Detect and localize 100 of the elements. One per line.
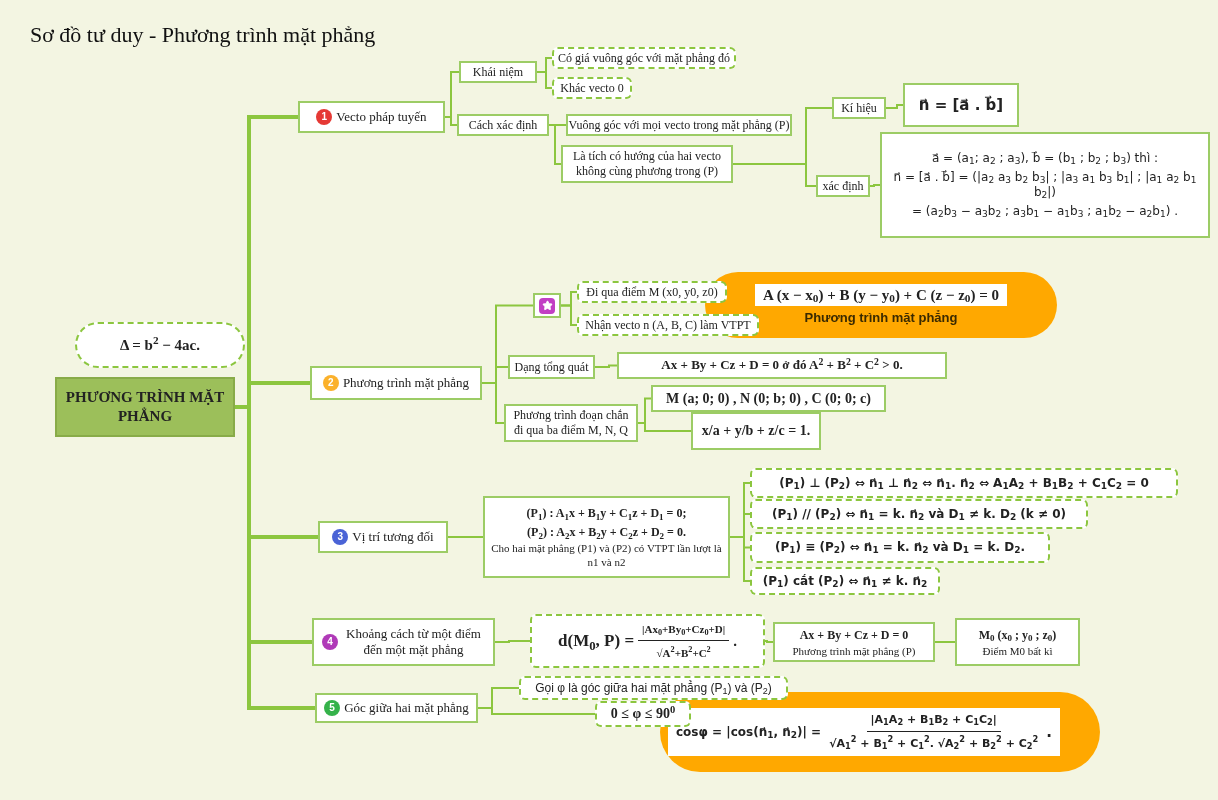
- formula-end: .: [1046, 722, 1052, 742]
- topic-text: 0 ≤ φ ≤ 90$^{0}$: [610, 705, 676, 723]
- connector-line: [536, 71, 553, 89]
- topic-text: Dạng tổng quát: [514, 359, 589, 375]
- topic-text: Có giá vuông góc với mặt phẳng đó: [558, 50, 730, 66]
- topic-box: [903, 83, 1019, 127]
- branch-topic: [318, 521, 448, 553]
- topic-text: (P$_{1}$) ≡ (P$_{2}$) ⇔ n⃗$_{1}$ = k. n⃗$_{2}$ và D$_{1}$ = k. D$_{2}$.: [774, 540, 1026, 555]
- connector-line: [729, 536, 751, 582]
- connector-line: [444, 116, 458, 126]
- topic-text: (P$_{1}$) cắt (P$_{2}$) ⇔ n⃗$_{1}$ ≠ k. n⃗$_{2}$: [762, 573, 928, 589]
- topic-box: [552, 47, 736, 69]
- topic-box: [617, 352, 947, 379]
- topic-box: [519, 676, 788, 700]
- connector-line: [560, 304, 578, 326]
- topic-text: Vuông góc với mọi vecto trong mặt phẳng (P): [568, 117, 790, 133]
- topic-text: xác định: [822, 178, 864, 194]
- topic-text: Gọi φ là góc giữa hai mặt phẳng (P$_{1}$) và (P$_{2}$): [535, 680, 772, 696]
- topic-box: [533, 293, 561, 318]
- topic-box: [750, 567, 940, 595]
- topic-text: Khái niệm: [472, 64, 524, 80]
- connector-line: [235, 405, 315, 710]
- topic-text: Δ = b$^{2}$ − 4ac.: [119, 335, 201, 355]
- topic-box: [577, 314, 759, 336]
- topic-text: Phương trình mặt phẳng: [342, 374, 470, 392]
- topic-box: [750, 532, 1050, 563]
- topic-box: [577, 281, 727, 303]
- topic-text: Vecto pháp tuyến: [336, 108, 427, 126]
- branch-topic: [298, 101, 445, 133]
- topic-text: n⃗ = [a⃗ . b⃗]: [918, 95, 1004, 115]
- topic-box: [750, 499, 1088, 529]
- caption-text: Điểm M0 bất kì: [982, 644, 1053, 659]
- topic-text: Cách xác định: [468, 117, 538, 133]
- formula-line: M$_{0}$ (x$_{0}$ ; y$_{0}$ ; z$_{0}$): [978, 626, 1057, 645]
- formula-line: (P$_{1}$) : A$_{1}$x + B$_{1}$y + C$_{1}$z + D$_{1}$ = 0;: [526, 505, 687, 524]
- topic-box: [457, 114, 549, 136]
- topic-box: [508, 355, 595, 379]
- topic-text: Ax + By + Cz + D = 0 ở đó A$^{2}$ + B$^{2}$ + C$^{2}$ > 0.: [661, 357, 903, 374]
- formula-box: [880, 132, 1210, 238]
- formula-bubble: [75, 322, 245, 368]
- number-badge: 2: [322, 375, 339, 391]
- topic-box: [504, 404, 638, 442]
- topic-text: Kí hiệu: [841, 100, 877, 116]
- topic-box: [552, 77, 632, 99]
- connector-line: [934, 641, 956, 643]
- topic-box: [816, 175, 870, 197]
- topic-text: Phương trình đoạn chắn đi qua ba điểm M, N, Q: [512, 408, 630, 438]
- topic-text: Khác vecto 0: [560, 80, 624, 96]
- formula-line: = (a$_{2}$b$_{3}$ − a$_{3}$b$_{2}$ ; a$_{3}$b$_{1}$ − a$_{1}$b$_{3}$ ; a$_{1}$b$_{2}$ − a$_{2}$b$_{1}$) .: [912, 203, 1178, 221]
- formula-line: (P$_{2}$) : A$_{2}$x + B$_{2}$y + C$_{2}$z + D$_{2}$ = 0.: [527, 524, 686, 543]
- number-badge: 4: [322, 634, 338, 650]
- topic-text: Nhận vecto n (A, B, C) làm VTPT: [585, 317, 751, 333]
- topic-text: Khoảng cách từ một điểm đến một mặt phẳng: [345, 625, 482, 659]
- topic-box: [595, 701, 691, 727]
- formula-box: [773, 622, 935, 662]
- formula-box: [955, 618, 1080, 666]
- topic-text: M (a; 0; 0) , N (0; b; 0) , C (0; 0; c): [666, 389, 871, 408]
- connector-line: [447, 536, 484, 538]
- formula-lhs: d(M$_{0}$, P) =: [558, 630, 635, 652]
- connector-line: [594, 364, 618, 368]
- number-badge: 1: [316, 109, 333, 125]
- fraction-denominator: √A$^{2}$+B$^{2}$+C$^{2}$: [655, 644, 712, 661]
- topic-text: Đi qua điểm M (x0, y0, z0): [586, 284, 718, 300]
- branch-topic: [310, 366, 482, 400]
- formula-line: n⃗ = [a⃗ . b⃗] = (|a$_{2}$ a$_{3}$ b$_{2}$ b$_{3}$| ; |a$_{3}$ a$_{1}$ b$_{3}$ b$_{1}$| ; |a$_{1}$ a$_{2}$ b$_{1}$ b$_{2}$|): [892, 169, 1198, 202]
- formula: A (x − x$_{0}$) + B (y − y$_{0}$) + C (z − z$_{0}$) = 0: [754, 283, 1008, 307]
- fraction-numerator: |Ax$_{0}$+By$_{0}$+Cz$_{0}$+D|: [638, 621, 730, 641]
- topic-box: [832, 97, 886, 119]
- formula-box: [483, 496, 730, 578]
- formula-line: Ax + By + Cz + D = 0: [799, 626, 909, 644]
- topic-text: x/a + y/b + z/c = 1.: [701, 422, 811, 440]
- topic-box: [459, 61, 537, 83]
- fraction-numerator: |A$_{1}$A$_{2}$ + B$_{1}$B$_{2}$ + C$_{1}$C$_{2}$|: [866, 712, 1001, 732]
- branch-topic: [315, 693, 478, 723]
- connector-line: [885, 104, 904, 109]
- connector-line: [494, 640, 531, 643]
- topic-text: (P$_{1}$) // (P$_{2}$) ⇔ n⃗$_{1}$ = k. n⃗$_{2}$ và D$_{1}$ ≠ k. D$_{2}$ (k ≠ 0): [771, 506, 1067, 522]
- connector-line: [477, 707, 596, 715]
- connector-line: [869, 184, 881, 187]
- topic-box: [750, 468, 1178, 498]
- topic-text: Góc giữa hai mặt phẳng: [344, 699, 469, 717]
- branch-topic: [312, 618, 495, 666]
- caption-text: Phương trình mặt phẳng (P): [792, 644, 916, 659]
- topic-text: (P$_{1}$) ⊥ (P$_{2}$) ⇔ n⃗$_{1}$ ⊥ n⃗$_{2}$ ⇔ n⃗$_{1}$. n⃗$_{2}$ ⇔ A$_{1}$A$_{2}$ + B$_{1}$B$_{2}$ + C$_{1}$C$_{2}$ = 0: [779, 475, 1149, 491]
- central-topic: [55, 377, 235, 437]
- connector-line: [764, 640, 774, 643]
- formula-box: [530, 614, 765, 668]
- formula-end: .: [733, 631, 737, 651]
- formula-line: a⃗ = (a$_{1}$; a$_{2}$ ; a$_{3}$), b⃗ = (b$_{1}$ ; b$_{2}$ ; b$_{3}$) thì :: [931, 150, 1159, 168]
- topic-text: Vị trí tương đối: [352, 528, 434, 546]
- topic-box: [561, 145, 733, 183]
- highlight-label: Phương trình mặt phẳng: [804, 310, 958, 327]
- number-badge: 3: [332, 529, 349, 545]
- topic-box: [691, 412, 821, 450]
- caption-text: Cho hai mặt phẳng (P1) và (P2) có VTPT lần lượt là n1 và n2: [490, 542, 723, 570]
- connector-line: [732, 163, 817, 187]
- topic-box: [651, 385, 886, 412]
- title: Sơ đồ tư duy - Phương trình mặt phẳng: [30, 21, 376, 49]
- topic-title: PHƯƠNG TRÌNH MẶT PHẲNG: [65, 388, 225, 426]
- formula-lhs: cosφ = |cos(n⃗$_{1}$, n⃗$_{2}$)| =: [676, 724, 822, 740]
